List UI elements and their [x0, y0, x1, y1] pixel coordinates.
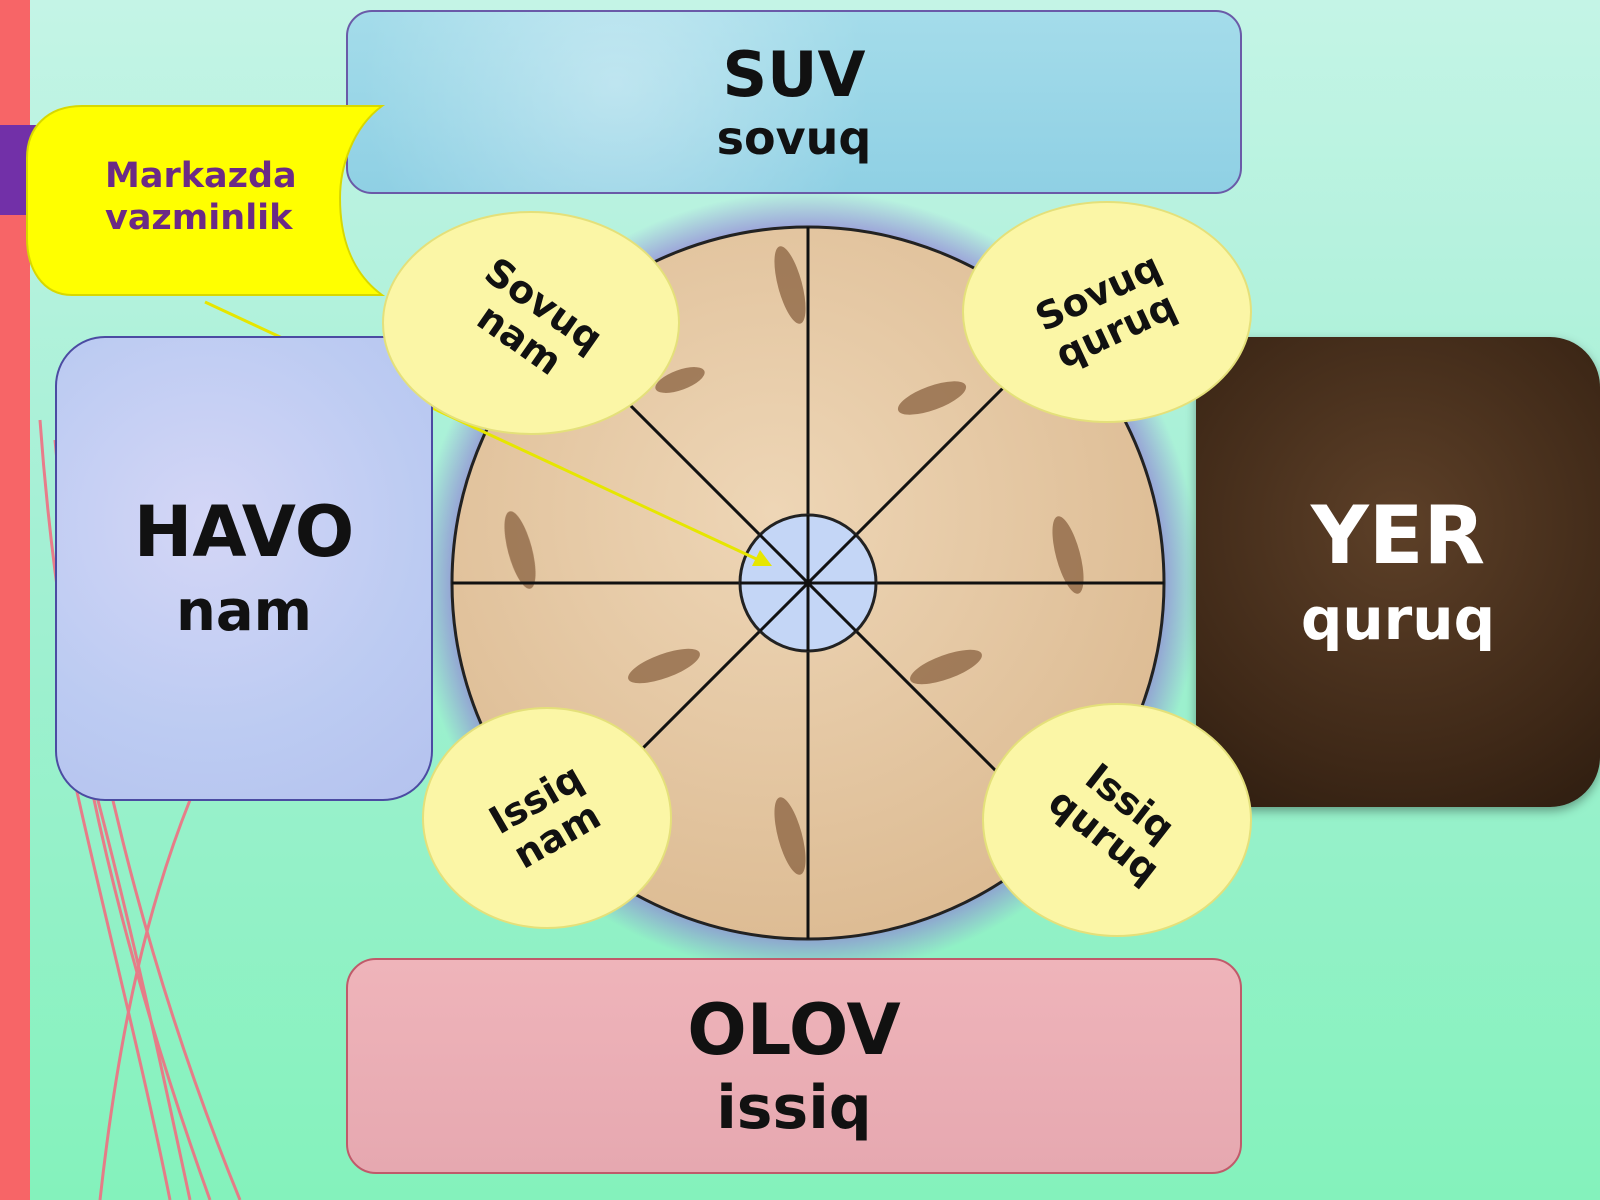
yer-quality: quruq	[1300, 585, 1496, 654]
suv-name: SUV	[722, 37, 866, 111]
callout-text: Markazda vazminlik	[105, 155, 315, 239]
oval-issiq-nam: Issiq nam	[422, 707, 672, 929]
element-panel-suv: SUV sovuq	[346, 10, 1242, 194]
olov-name: OLOV	[687, 988, 901, 1071]
havo-quality: nam	[175, 579, 312, 645]
oval-sovuq-quruq: Sovuq quruq	[962, 201, 1252, 423]
callout-line-1: Markazda	[105, 156, 297, 196]
callout-line-2: vazminlik	[105, 198, 293, 238]
element-panel-yer: YER quruq	[1196, 337, 1600, 807]
element-panel-havo: HAVO nam	[55, 336, 433, 801]
oval-sovuq-nam: Sovuq nam	[382, 211, 680, 435]
fossil-fish-marks	[504, 246, 1084, 875]
oval-issiq-quruq: Issiq quruq	[982, 703, 1252, 937]
olov-quality: issiq	[716, 1072, 872, 1143]
callout-bubble	[26, 105, 386, 296]
hub-spokes	[740, 515, 876, 651]
element-panel-olov: OLOV issiq	[346, 958, 1242, 1174]
yer-name: YER	[1310, 489, 1486, 583]
suv-quality: sovuq	[716, 110, 872, 165]
havo-name: HAVO	[133, 491, 355, 574]
